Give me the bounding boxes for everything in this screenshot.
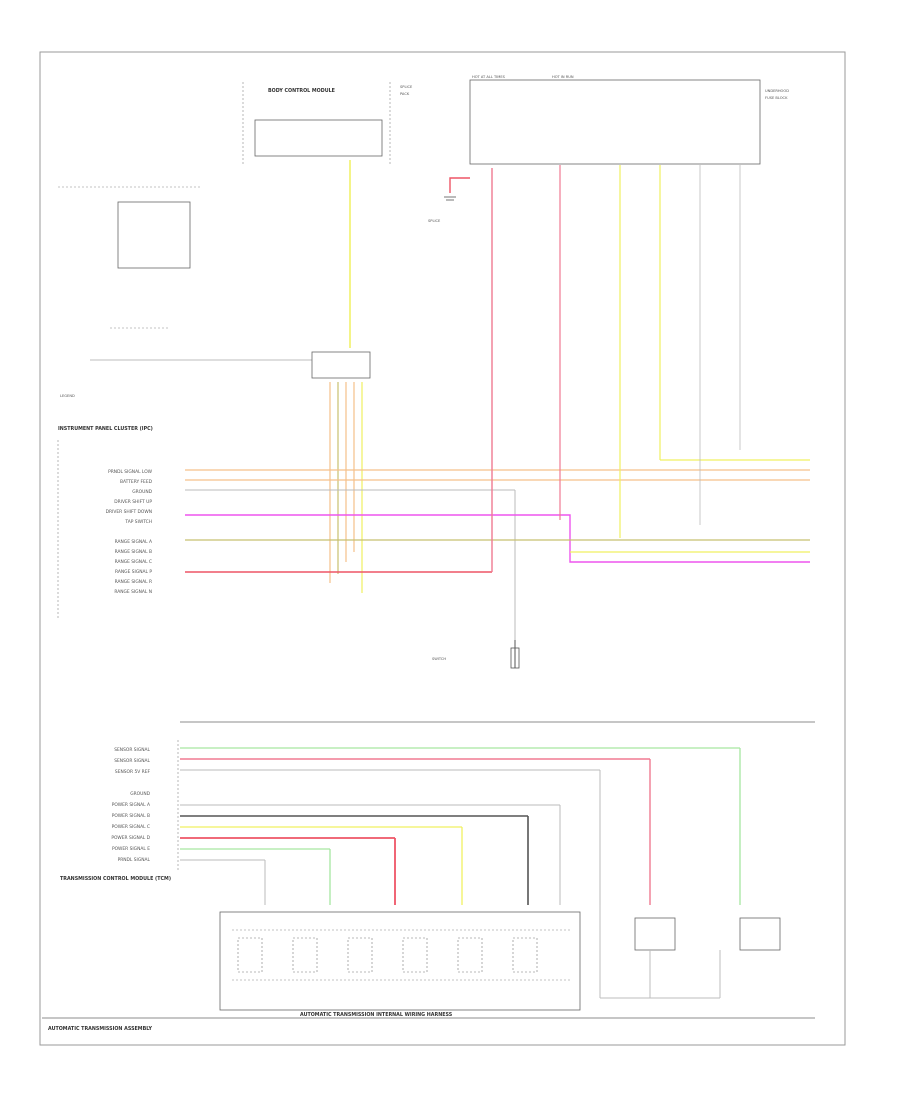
ipc-title: INSTRUMENT PANEL CLUSTER (IPC) [58, 426, 153, 432]
pin-label: RANGE SIGNAL B [115, 549, 152, 555]
label: PACK [400, 92, 410, 96]
pin-label: PRNDL SIGNAL LOW [108, 469, 153, 475]
pressure-switch-box [634, 917, 676, 951]
pin-label: POWER SIGNAL C [112, 824, 150, 830]
label: HOT IN RUN [552, 75, 574, 79]
component-box [117, 201, 191, 269]
label: SPLICE [400, 85, 413, 89]
tcm-wires [180, 747, 741, 905]
solenoid-symbol [347, 937, 373, 973]
label: HOT AT ALL TIMES [472, 75, 506, 79]
tcm-title: TRANSMISSION CONTROL MODULE (TCM) [60, 876, 171, 882]
solenoid-symbol [402, 937, 428, 973]
pin-label: DRIVER SHIFT UP [114, 499, 152, 505]
pin-label: RANGE SIGNAL C [115, 559, 152, 565]
switch-icon [510, 640, 520, 669]
pin-label: SENSOR SIGNAL [114, 747, 150, 753]
pin-label: SENSOR SIGNAL [114, 758, 150, 764]
pin-label: RANGE SIGNAL R [115, 579, 152, 585]
pin-label: SENSOR 5V REF [115, 769, 151, 775]
pin-label: GROUND [130, 791, 150, 797]
solenoid-symbol [237, 937, 263, 973]
pin-label: RANGE SIGNAL P [115, 569, 152, 575]
body-control-module-title: BODY CONTROL MODULE [268, 88, 335, 94]
connector-box [311, 351, 371, 379]
pressure-switch-box [739, 917, 781, 951]
label: SWITCH [432, 657, 446, 661]
solenoid-symbol [512, 937, 538, 973]
solenoid-symbol [457, 937, 483, 973]
pin-label: DRIVER SHIFT DOWN [106, 509, 152, 515]
ground-symbol-icon [444, 177, 470, 201]
pin-label: POWER SIGNAL A [112, 802, 150, 808]
fuse-block-box [469, 79, 761, 165]
trans-assembly-title: AUTOMATIC TRANSMISSION ASSEMBLY [48, 1026, 153, 1032]
tcm-pin-labels: SENSOR SIGNAL SENSOR SIGNAL SENSOR 5V REF G… [111, 747, 150, 863]
ipc-pin-labels: PRNDL SIGNAL LOW BATTERY FEED GROUND DRIVER… [106, 469, 153, 595]
harness-box [219, 911, 581, 1011]
pin-label: GROUND [132, 489, 152, 495]
ipc-wires [185, 165, 810, 640]
pin-label: TAP SWITCH [124, 519, 152, 525]
pin-label: POWER SIGNAL E [112, 846, 150, 852]
label: LEGEND [60, 394, 75, 398]
solenoid-symbol [292, 937, 318, 973]
label: UNDERHOOD [765, 89, 789, 93]
harness-title: AUTOMATIC TRANSMISSION INTERNAL WIRING H… [300, 1012, 453, 1018]
pin-label: POWER SIGNAL B [112, 813, 150, 819]
label: FUSE BLOCK [765, 96, 788, 100]
diagram-frame [39, 51, 846, 1046]
body-control-module-box [254, 119, 383, 157]
pin-label: POWER SIGNAL D [111, 835, 150, 841]
pin-label: PRNDL SIGNAL [118, 857, 151, 863]
solenoid-group [237, 937, 538, 973]
pin-label: RANGE SIGNAL A [115, 539, 152, 545]
pin-label: RANGE SIGNAL N [114, 589, 152, 595]
label: SPLICE [428, 219, 441, 223]
pin-label: BATTERY FEED [120, 479, 153, 485]
